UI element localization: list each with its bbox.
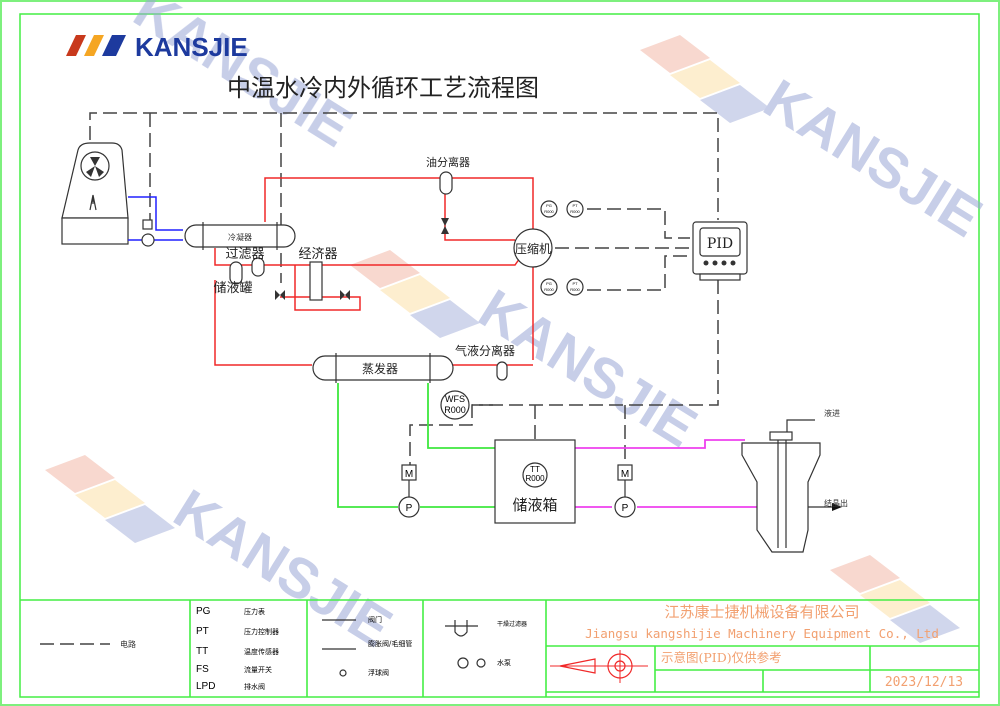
brand-logo: KANSJIE [66,32,248,62]
gas-liquid-separator-icon [496,361,508,381]
pump-label: P [622,503,629,514]
legend-table [20,599,979,697]
expansion-valve-icon [340,290,350,300]
flow-switch [440,390,470,420]
pt-tag: PT [572,281,578,286]
company-name-en: Jiangsu kangshijie Machinery Equipment C… [585,626,939,641]
logo-stripe-orange [84,35,104,56]
gas-liquid-separator-label: 气液分离器 [455,343,515,358]
pg-value: R000 [544,209,554,214]
watermark-text: KANSJIE [754,67,993,249]
wfs-value: R000 [444,405,466,415]
abbr-desc: 流量开关 [244,665,272,674]
symbol-label: 水泵 [497,658,511,667]
cooling-water-lines [128,196,183,247]
motor-label: M [621,469,629,480]
pump-left: M P [398,464,420,518]
pump-symbol-icon [457,657,469,669]
evaporator-label: 蒸发器 [362,361,398,376]
electrical-lines [89,112,719,465]
fan-icon [80,151,110,181]
filter-label: 过滤器 [225,247,264,262]
pt-tag: PT [572,203,578,208]
abbr-list: PG 压力表 PT 压力控制器 TT 温度传感器 FS 流量开关 LPD 排水阀 [196,606,279,692]
pid-label: PID [707,236,733,252]
pg-value: R000 [544,287,554,292]
pump-right: M P [614,464,636,518]
company-name-cn: 江苏康士捷机械设备有限公司 [664,603,859,621]
pt-value: R000 [570,287,580,292]
symbol-list: 阀门 膨胀阀/毛细管 浮球阀 干燥过滤器 水泵 [322,615,527,677]
symbol-label: 阀门 [368,615,382,624]
compressor-label: 压缩机 [515,241,551,256]
receiver-label: 储液罐 [213,281,252,296]
cooling-pump-icon [141,233,155,247]
filter-icon [251,257,265,277]
abbr-code: FS [196,664,209,675]
logo-text: KANSJIE [135,32,248,62]
abbr-code: LPD [196,681,215,692]
pump-label: P [406,503,413,514]
abbr-code: PG [196,606,211,617]
dryer-filter-symbol-icon [445,620,478,637]
tank-label: 储液箱 [512,496,557,514]
legend-line-label: 电路 [120,639,136,649]
tt-value: R000 [525,474,545,483]
solenoid-valve-icon [275,290,285,300]
crystallizer: 液进 结晶出 [741,408,848,553]
condenser: 冷凝器 [184,222,296,250]
abbr-desc: 压力控制器 [244,627,279,636]
gauge-group-top: PG R000 PT R000 [540,200,584,218]
abbr-desc: 温度传感器 [244,647,279,656]
disclaimer-note: 示意图(PID)仅供参考 [661,650,782,665]
liquid-in-label: 液进 [824,408,840,418]
economizer-icon [309,261,323,301]
pg-tag: PG [546,203,552,208]
oil-valve-icon [441,218,449,234]
pid-controller: PID [692,221,748,281]
evaporator: 蒸发器 [312,353,454,383]
economizer-label: 经济器 [298,247,337,262]
tt-tag: TT [530,465,540,474]
storage-tank: TT R000 储液箱 [494,439,576,524]
symbol-label: 干燥过滤器 [497,620,527,628]
float-valve-symbol-icon [339,669,347,677]
symbol-label: 浮球阀 [368,668,389,677]
symbol-label: 膨胀阀/毛细管 [368,639,412,648]
condenser-label: 冷凝器 [228,232,252,242]
cooling-tower [61,142,129,245]
compressor: 压缩机 [513,228,553,268]
logo-stripe-red [66,35,86,56]
pt-value: R000 [570,209,580,214]
motor-symbol-icon [476,658,486,668]
chilled-water-lines [337,383,757,508]
oil-separator-icon [439,171,453,195]
title-block: 江苏康士捷机械设备有限公司 Jiangsu kangshijie Machine… [550,603,963,690]
motor-label: M [405,469,413,480]
oil-separator-label: 油分离器 [426,155,470,169]
wfs-tag: WFS [445,394,465,404]
receiver-icon [229,261,243,285]
drawing-date: 2023/12/13 [885,675,963,690]
crystal-out-label: 结晶出 [824,498,848,508]
abbr-code: PT [196,626,209,637]
logo-stripe-blue [102,35,126,56]
drawing-frame [19,13,980,698]
abbr-desc: 排水阀 [244,682,265,691]
page-title: 中温水冷内外循环工艺流程图 [227,74,539,102]
motor-icon [142,219,153,230]
gauge-group-bottom: PG R000 PT R000 [540,278,584,296]
abbr-code: TT [196,646,208,657]
abbr-desc: 压力表 [244,607,265,616]
pg-tag: PG [546,281,552,286]
